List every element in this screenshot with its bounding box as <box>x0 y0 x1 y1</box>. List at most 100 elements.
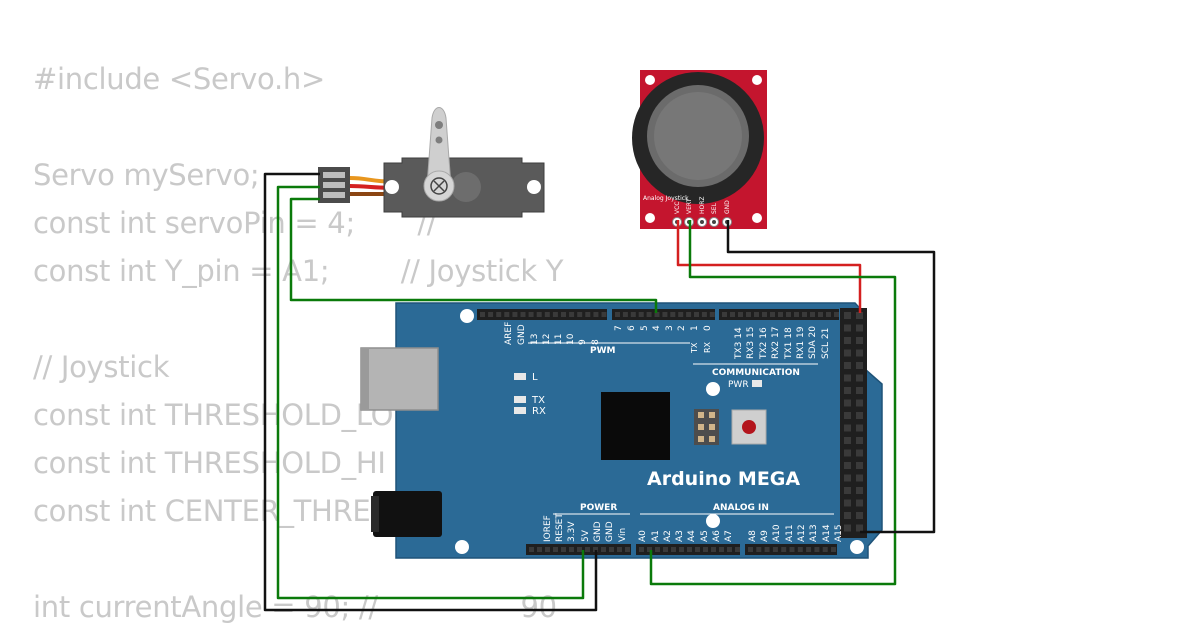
header-pin[interactable] <box>856 474 863 482</box>
header-pin[interactable] <box>856 362 863 369</box>
header-pin[interactable] <box>764 547 770 552</box>
header-pin[interactable] <box>639 547 644 552</box>
header-pin[interactable] <box>762 312 767 317</box>
header-pin[interactable] <box>856 449 863 457</box>
header-pin[interactable] <box>722 312 727 317</box>
header-pin[interactable] <box>630 312 636 317</box>
header-pin[interactable] <box>504 312 510 317</box>
header-pin[interactable] <box>856 437 863 444</box>
header-pin[interactable] <box>748 547 753 552</box>
header-pin[interactable] <box>544 312 550 317</box>
header-pin[interactable] <box>537 547 542 552</box>
header-pin[interactable] <box>670 312 676 317</box>
header-pin[interactable] <box>694 312 699 317</box>
header-pin[interactable] <box>663 547 668 552</box>
header-pin[interactable] <box>754 312 759 317</box>
header-pin[interactable] <box>617 547 622 552</box>
header-pin[interactable] <box>756 547 762 552</box>
header-pin[interactable] <box>569 312 575 317</box>
header-pin[interactable] <box>856 487 863 494</box>
header-pin[interactable] <box>654 312 660 317</box>
header-pin[interactable] <box>496 312 502 317</box>
header-pin[interactable] <box>552 312 558 317</box>
header-pin[interactable] <box>794 312 799 317</box>
header-pin[interactable] <box>738 312 743 317</box>
header-pin[interactable] <box>844 449 851 457</box>
header-pin[interactable] <box>601 312 607 317</box>
header-pin[interactable] <box>786 312 791 317</box>
header-pin[interactable] <box>844 312 851 319</box>
header-pin[interactable] <box>856 524 863 532</box>
header-pin[interactable] <box>856 387 863 394</box>
header-pin[interactable] <box>679 547 684 552</box>
header-pin[interactable] <box>844 337 851 344</box>
servo-motor[interactable] <box>318 107 545 218</box>
header-pin[interactable] <box>806 547 812 552</box>
header-pin[interactable] <box>844 512 851 519</box>
header-pin[interactable] <box>561 312 566 317</box>
header-pin[interactable] <box>609 547 614 552</box>
header-pin[interactable] <box>844 362 851 369</box>
header-pin[interactable] <box>844 399 851 407</box>
header-pin[interactable] <box>856 337 863 344</box>
header-pin[interactable] <box>856 412 863 419</box>
header-pin[interactable] <box>818 312 823 317</box>
header-pin[interactable] <box>844 462 851 469</box>
header-pin[interactable] <box>831 547 836 552</box>
header-pin[interactable] <box>856 512 863 519</box>
header-pin[interactable] <box>856 399 863 407</box>
header-pin[interactable] <box>770 312 775 317</box>
header-pin[interactable] <box>577 547 582 552</box>
header-pin[interactable] <box>802 312 807 317</box>
header-pin[interactable] <box>856 499 863 507</box>
header-pin[interactable] <box>814 547 820 552</box>
header-pin[interactable] <box>727 547 732 552</box>
header-pin[interactable] <box>789 547 795 552</box>
header-pin[interactable] <box>545 547 550 552</box>
header-pin[interactable] <box>746 312 751 317</box>
header-pin[interactable] <box>662 312 668 317</box>
header-pin[interactable] <box>536 312 542 317</box>
header-pin[interactable] <box>844 524 851 532</box>
header-pin[interactable] <box>730 312 735 317</box>
header-pin[interactable] <box>601 547 606 552</box>
header-pin[interactable] <box>488 312 494 317</box>
header-pin[interactable] <box>529 547 534 552</box>
header-pin[interactable] <box>703 547 708 552</box>
header-pin[interactable] <box>856 462 863 469</box>
header-pin[interactable] <box>781 547 787 552</box>
header-pin[interactable] <box>844 374 851 382</box>
header-pin[interactable] <box>678 312 684 317</box>
header-pin[interactable] <box>856 312 863 319</box>
header-pin[interactable] <box>719 547 724 552</box>
header-pin[interactable] <box>687 547 692 552</box>
header-pin[interactable] <box>856 349 863 357</box>
header-pin[interactable] <box>615 312 620 317</box>
header-pin[interactable] <box>844 387 851 394</box>
header-pin[interactable] <box>797 547 803 552</box>
header-pin[interactable] <box>655 547 660 552</box>
header-pin[interactable] <box>520 312 526 317</box>
header-pin[interactable] <box>686 312 692 317</box>
header-pin[interactable] <box>569 547 574 552</box>
header-pin[interactable] <box>822 547 828 552</box>
header-pin[interactable] <box>844 349 851 357</box>
header-pin[interactable] <box>844 499 851 507</box>
header-pin[interactable] <box>593 312 599 317</box>
header-pin[interactable] <box>826 312 831 317</box>
header-pin[interactable] <box>528 312 534 317</box>
header-pin[interactable] <box>585 312 591 317</box>
header-pin[interactable] <box>646 312 652 317</box>
header-pin[interactable] <box>844 412 851 419</box>
header-pin[interactable] <box>622 312 628 317</box>
header-pin[interactable] <box>647 547 652 552</box>
header-pin[interactable] <box>638 312 644 317</box>
header-pin[interactable] <box>585 547 590 552</box>
header-pin[interactable] <box>512 312 518 317</box>
header-pin[interactable] <box>856 424 863 432</box>
header-pin[interactable] <box>844 424 851 432</box>
header-pin[interactable] <box>671 547 676 552</box>
header-pin[interactable] <box>844 437 851 444</box>
header-pin[interactable] <box>695 547 700 552</box>
